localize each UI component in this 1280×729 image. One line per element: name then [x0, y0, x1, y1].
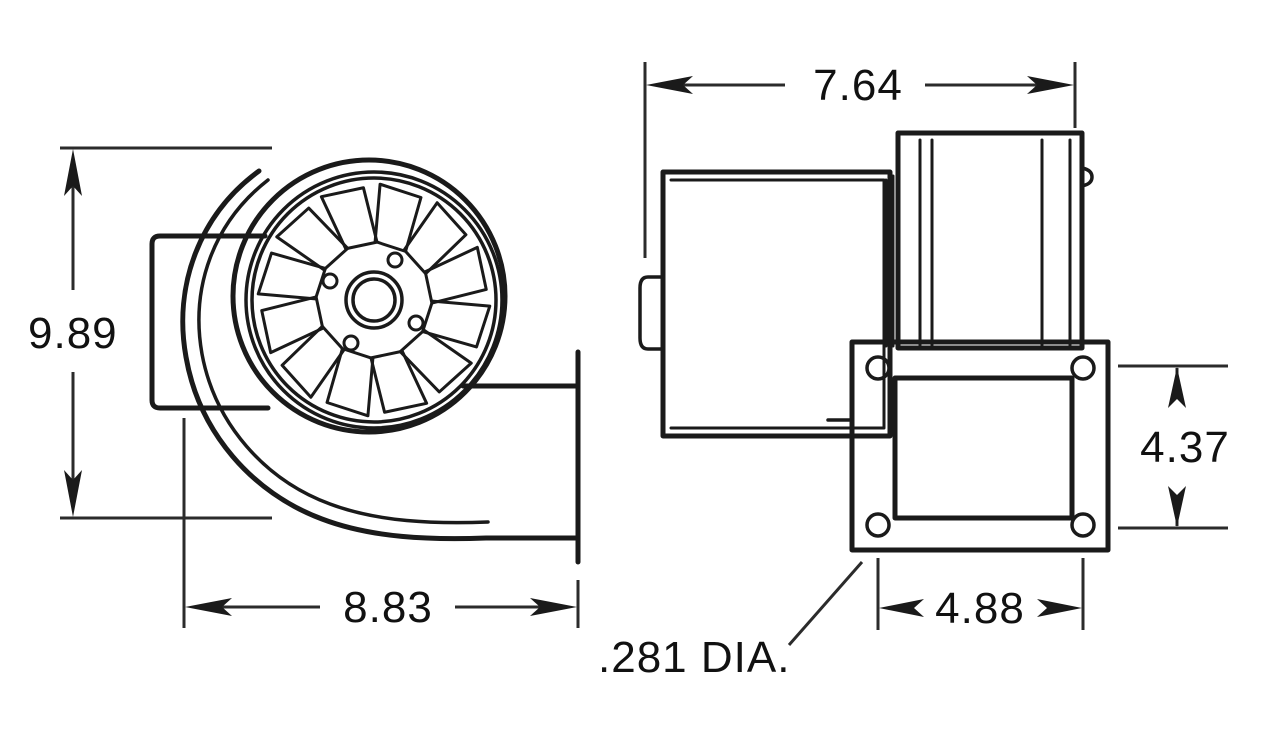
side-view [638, 130, 1111, 553]
callout-bolt-hole-dia: .281 DIA. [598, 561, 864, 682]
dimension-4-37: 4.37 [1118, 364, 1230, 530]
dimension-label-depth: 7.64 [813, 61, 903, 110]
motor-body [884, 130, 1094, 351]
hub-bore-outer [344, 270, 404, 330]
arrowhead-right [1027, 76, 1074, 94]
wheel-blades [256, 182, 492, 418]
hub-bore-inner [351, 277, 397, 323]
front-view [149, 157, 581, 565]
dimension-label-width: 8.83 [343, 583, 433, 632]
arrowhead-down [1168, 486, 1186, 527]
arrowhead-left [185, 598, 232, 616]
callout-leader-line [787, 561, 864, 646]
dimension-4-88: 4.88 [876, 558, 1085, 633]
scroll-housing [180, 168, 581, 542]
arrowhead-up [64, 149, 82, 196]
wheel-outer-rim [230, 157, 508, 435]
flange-bolt-hole-lower-right [1070, 512, 1096, 538]
dimension-8-83: 8.83 [182, 418, 580, 632]
hub-hole [407, 314, 425, 332]
blower-wheel [230, 157, 508, 435]
hub-hole [342, 334, 360, 352]
arrowhead-left [879, 599, 924, 617]
wheel-inner-rim [244, 170, 504, 430]
mounting-flange [826, 339, 1111, 553]
arrowhead-down [64, 470, 82, 517]
inlet-box [149, 233, 271, 411]
flange-bolt-hole-upper-right [1070, 355, 1096, 381]
arrowhead-right [1037, 599, 1082, 617]
hub-hole [386, 251, 404, 269]
arrowhead-right [530, 598, 577, 616]
wheel-shroud-rim [250, 176, 498, 424]
arrowhead-left [646, 76, 693, 94]
flange-bolt-hole-upper-left [865, 355, 891, 381]
hub-hole [321, 272, 339, 290]
dimension-label-height: 9.89 [28, 309, 118, 358]
housing-body [638, 169, 893, 439]
dimension-9-89: 9.89 [28, 146, 272, 520]
flange-bolt-hole-lower-left [865, 512, 891, 538]
arrowhead-up [1168, 367, 1186, 408]
dimension-label-flange-width: 4.88 [935, 584, 1025, 633]
callout-label-bolt-dia: .281 DIA. [598, 633, 790, 682]
dimension-label-flange-height: 4.37 [1140, 423, 1230, 472]
dimension-7-64: 7.64 [643, 61, 1077, 258]
